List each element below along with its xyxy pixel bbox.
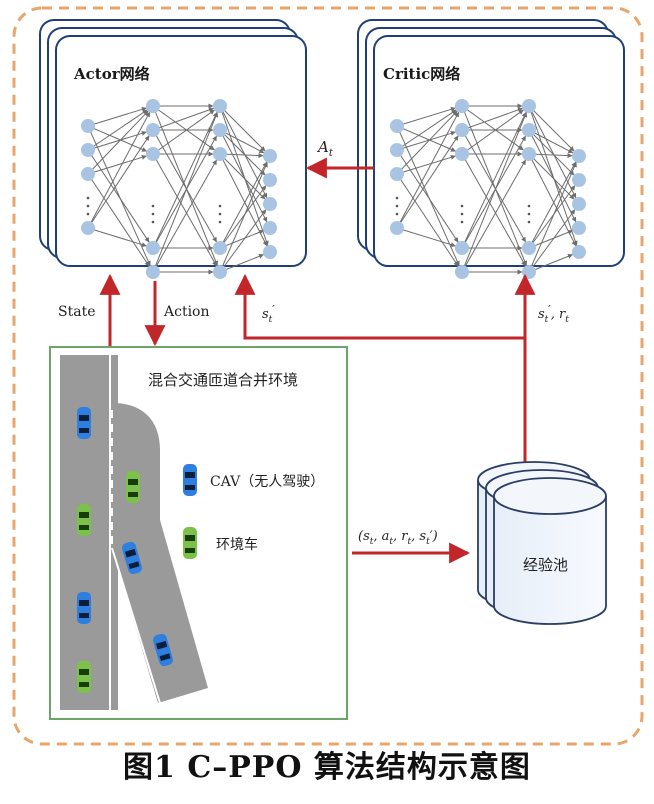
environment-panel: 混合交通匝道合并环境 [49,346,348,720]
legend-env-swatch [183,527,197,559]
network-node [455,123,469,137]
cav-car [122,541,142,575]
network-node [263,149,277,163]
network-node [455,265,469,279]
network-node [522,241,536,255]
critic-input-label: st′, rt [538,303,569,325]
outer-dashed-frame [12,6,644,746]
network-node [146,99,160,113]
environment-car [126,471,140,503]
environment-car [77,504,91,536]
network-node [146,147,160,161]
network-node [146,241,160,255]
critic-title: Critic网络 [383,65,460,83]
network-node [455,99,469,113]
network-node [146,123,160,137]
environment-car [77,661,91,693]
network-node [390,143,404,157]
next-state-path [234,273,527,470]
actor-network-panel: Actor网络 [39,19,307,279]
network-node [81,119,95,133]
cav-car [153,633,173,667]
network-node [390,119,404,133]
network-node [213,99,227,113]
critic-neural-net [390,99,586,279]
network-node [522,99,536,113]
network-edges [396,103,578,275]
next-state-label: st′ [262,303,275,325]
network-node [572,173,586,187]
network-node [455,241,469,255]
network-node [455,147,469,161]
experience-pool: 经验池 [477,461,607,625]
network-node [81,143,95,157]
legend-cav-swatch [183,464,197,496]
network-node [213,241,227,255]
cav-car [77,407,91,439]
actor-title: Actor网络 [73,65,150,83]
state-label: State [58,304,95,320]
network-node [263,197,277,211]
network-node [263,221,277,235]
cav-car [77,592,91,624]
network-node [390,167,404,181]
network-node [522,147,536,161]
network-node [81,221,95,235]
network-node [572,149,586,163]
network-edges [87,103,269,275]
network-node [522,123,536,137]
network-node [572,221,586,235]
network-node [213,123,227,137]
legend-cav-label: CAV（无人驾驶） [210,474,324,490]
network-node [572,245,586,259]
actor-neural-net [81,99,277,279]
environment-title: 混合交通匝道合并环境 [148,371,298,389]
network-node [572,197,586,211]
network-node [263,173,277,187]
network-node [213,147,227,161]
experience-pool-label: 经验池 [523,556,568,574]
network-node [146,265,160,279]
figure-caption: 图1 C–PPO 算法结构示意图 [123,750,531,785]
transition-label: (st, at, rt, st′) [358,529,438,547]
network-node [390,221,404,235]
network-node [263,245,277,259]
network-node [81,167,95,181]
network-node [213,265,227,279]
advantage-label: At [316,138,334,159]
action-label: Action [163,304,210,320]
critic-network-panel: Critic网络 [357,19,625,279]
legend-env-label: 环境车 [216,536,258,553]
